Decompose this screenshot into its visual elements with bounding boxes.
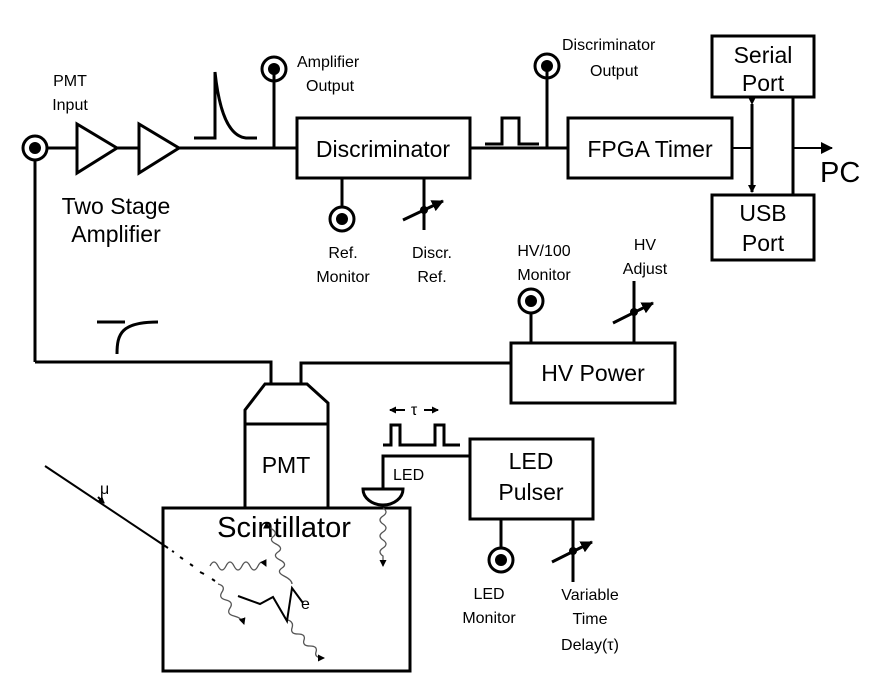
led-icon xyxy=(361,487,405,507)
hv100-monitor-label-1: HV/100 xyxy=(517,243,570,260)
analog-pulse-waveform-icon xyxy=(194,71,257,140)
hv100-monitor-label-2: Monitor xyxy=(517,267,571,284)
led-label: LED xyxy=(393,467,424,484)
digital-pulse-waveform-icon xyxy=(485,116,539,146)
ref-monitor-connector-icon xyxy=(328,205,356,233)
photon-3-icon xyxy=(217,583,246,625)
discriminator-block xyxy=(295,116,472,180)
pmt-input-label-1: PMT xyxy=(53,73,87,90)
discr-ref-adjust-icon xyxy=(402,199,444,222)
amplifier-stage-2-icon xyxy=(137,121,182,176)
variable-time-delay-label-2: Time xyxy=(573,611,608,628)
usb-port-label-1: USB xyxy=(739,200,786,226)
photon-2-icon xyxy=(263,522,293,585)
led-pulser-label-2: Pulser xyxy=(498,479,564,505)
led-monitor-label-2: Monitor xyxy=(462,610,516,627)
pmt-input-connector-icon xyxy=(21,134,49,162)
led-pulser-block xyxy=(468,437,595,521)
fpga-timer-label: FPGA Timer xyxy=(587,136,713,162)
photon-1-icon xyxy=(209,559,267,571)
serial-port-label-2: Port xyxy=(742,70,785,96)
discr-ref-label-1: Discr. xyxy=(412,245,452,262)
wire-hv-to-pmt xyxy=(299,361,512,383)
discriminator-output-connector-icon xyxy=(533,52,561,80)
serial-port-label-1: Serial xyxy=(734,42,793,68)
scintillator-block xyxy=(161,506,412,673)
pmt-input-label-2: Input xyxy=(52,97,88,114)
usb-port-block xyxy=(710,193,816,262)
photon-4-icon xyxy=(287,619,325,662)
ref-monitor-label-2: Monitor xyxy=(316,269,370,286)
led-pulser-label-1: LED xyxy=(509,448,554,474)
hv-adjust-icon xyxy=(612,301,654,325)
electron-label: e xyxy=(301,596,310,613)
two-stage-amplifier-label-1: Two Stage xyxy=(62,193,171,219)
fpga-timer-block xyxy=(566,116,734,180)
hv-adjust-label-1: HV xyxy=(634,237,657,254)
negative-pulse-waveform-icon xyxy=(97,320,159,355)
muon-dotted-track xyxy=(171,550,216,582)
amplifier-output-label-2: Output xyxy=(306,78,355,95)
led-monitor-connector-icon xyxy=(487,546,515,574)
variable-time-delay-label-3: Delay(τ) xyxy=(561,637,619,654)
wire-led-pulser xyxy=(381,454,470,489)
amplifier-output-connector-icon xyxy=(260,55,288,83)
discriminator-output-label-2: Output xyxy=(590,63,639,80)
discriminator-label: Discriminator xyxy=(316,136,451,162)
pmt-label: PMT xyxy=(262,452,311,478)
muon-label: μ xyxy=(100,481,109,498)
discr-ref-label-2: Ref. xyxy=(417,269,446,286)
led-double-pulse-waveform-icon xyxy=(383,423,460,447)
led-monitor-label-1: LED xyxy=(473,586,504,603)
electron-track xyxy=(237,585,304,624)
wire-pmt-signal xyxy=(35,360,273,383)
pc-label: PC xyxy=(820,157,860,189)
hv-adjust-label-2: Adjust xyxy=(623,261,668,278)
hv-power-block xyxy=(509,341,677,405)
tau-label: τ xyxy=(411,402,418,419)
variable-time-delay-label-1: Variable xyxy=(561,587,619,604)
led-light-icon xyxy=(379,507,387,567)
scintillator-label: Scintillator xyxy=(217,512,351,544)
discriminator-output-label-1: Discriminator xyxy=(562,37,656,54)
muon-track xyxy=(44,465,169,549)
serial-port-block xyxy=(710,34,816,99)
two-stage-amplifier-label-2: Amplifier xyxy=(71,221,161,247)
ref-monitor-label-1: Ref. xyxy=(328,245,357,262)
amplifier-output-label-1: Amplifier xyxy=(297,54,360,71)
hv-power-label: HV Power xyxy=(541,360,645,386)
amplifier-stage-1-icon xyxy=(75,121,120,176)
muon-direction-arrow-icon xyxy=(97,496,105,504)
variable-time-delay-adjust-icon xyxy=(551,540,593,564)
hv100-monitor-connector-icon xyxy=(517,287,545,315)
usb-port-label-2: Port xyxy=(742,230,785,256)
